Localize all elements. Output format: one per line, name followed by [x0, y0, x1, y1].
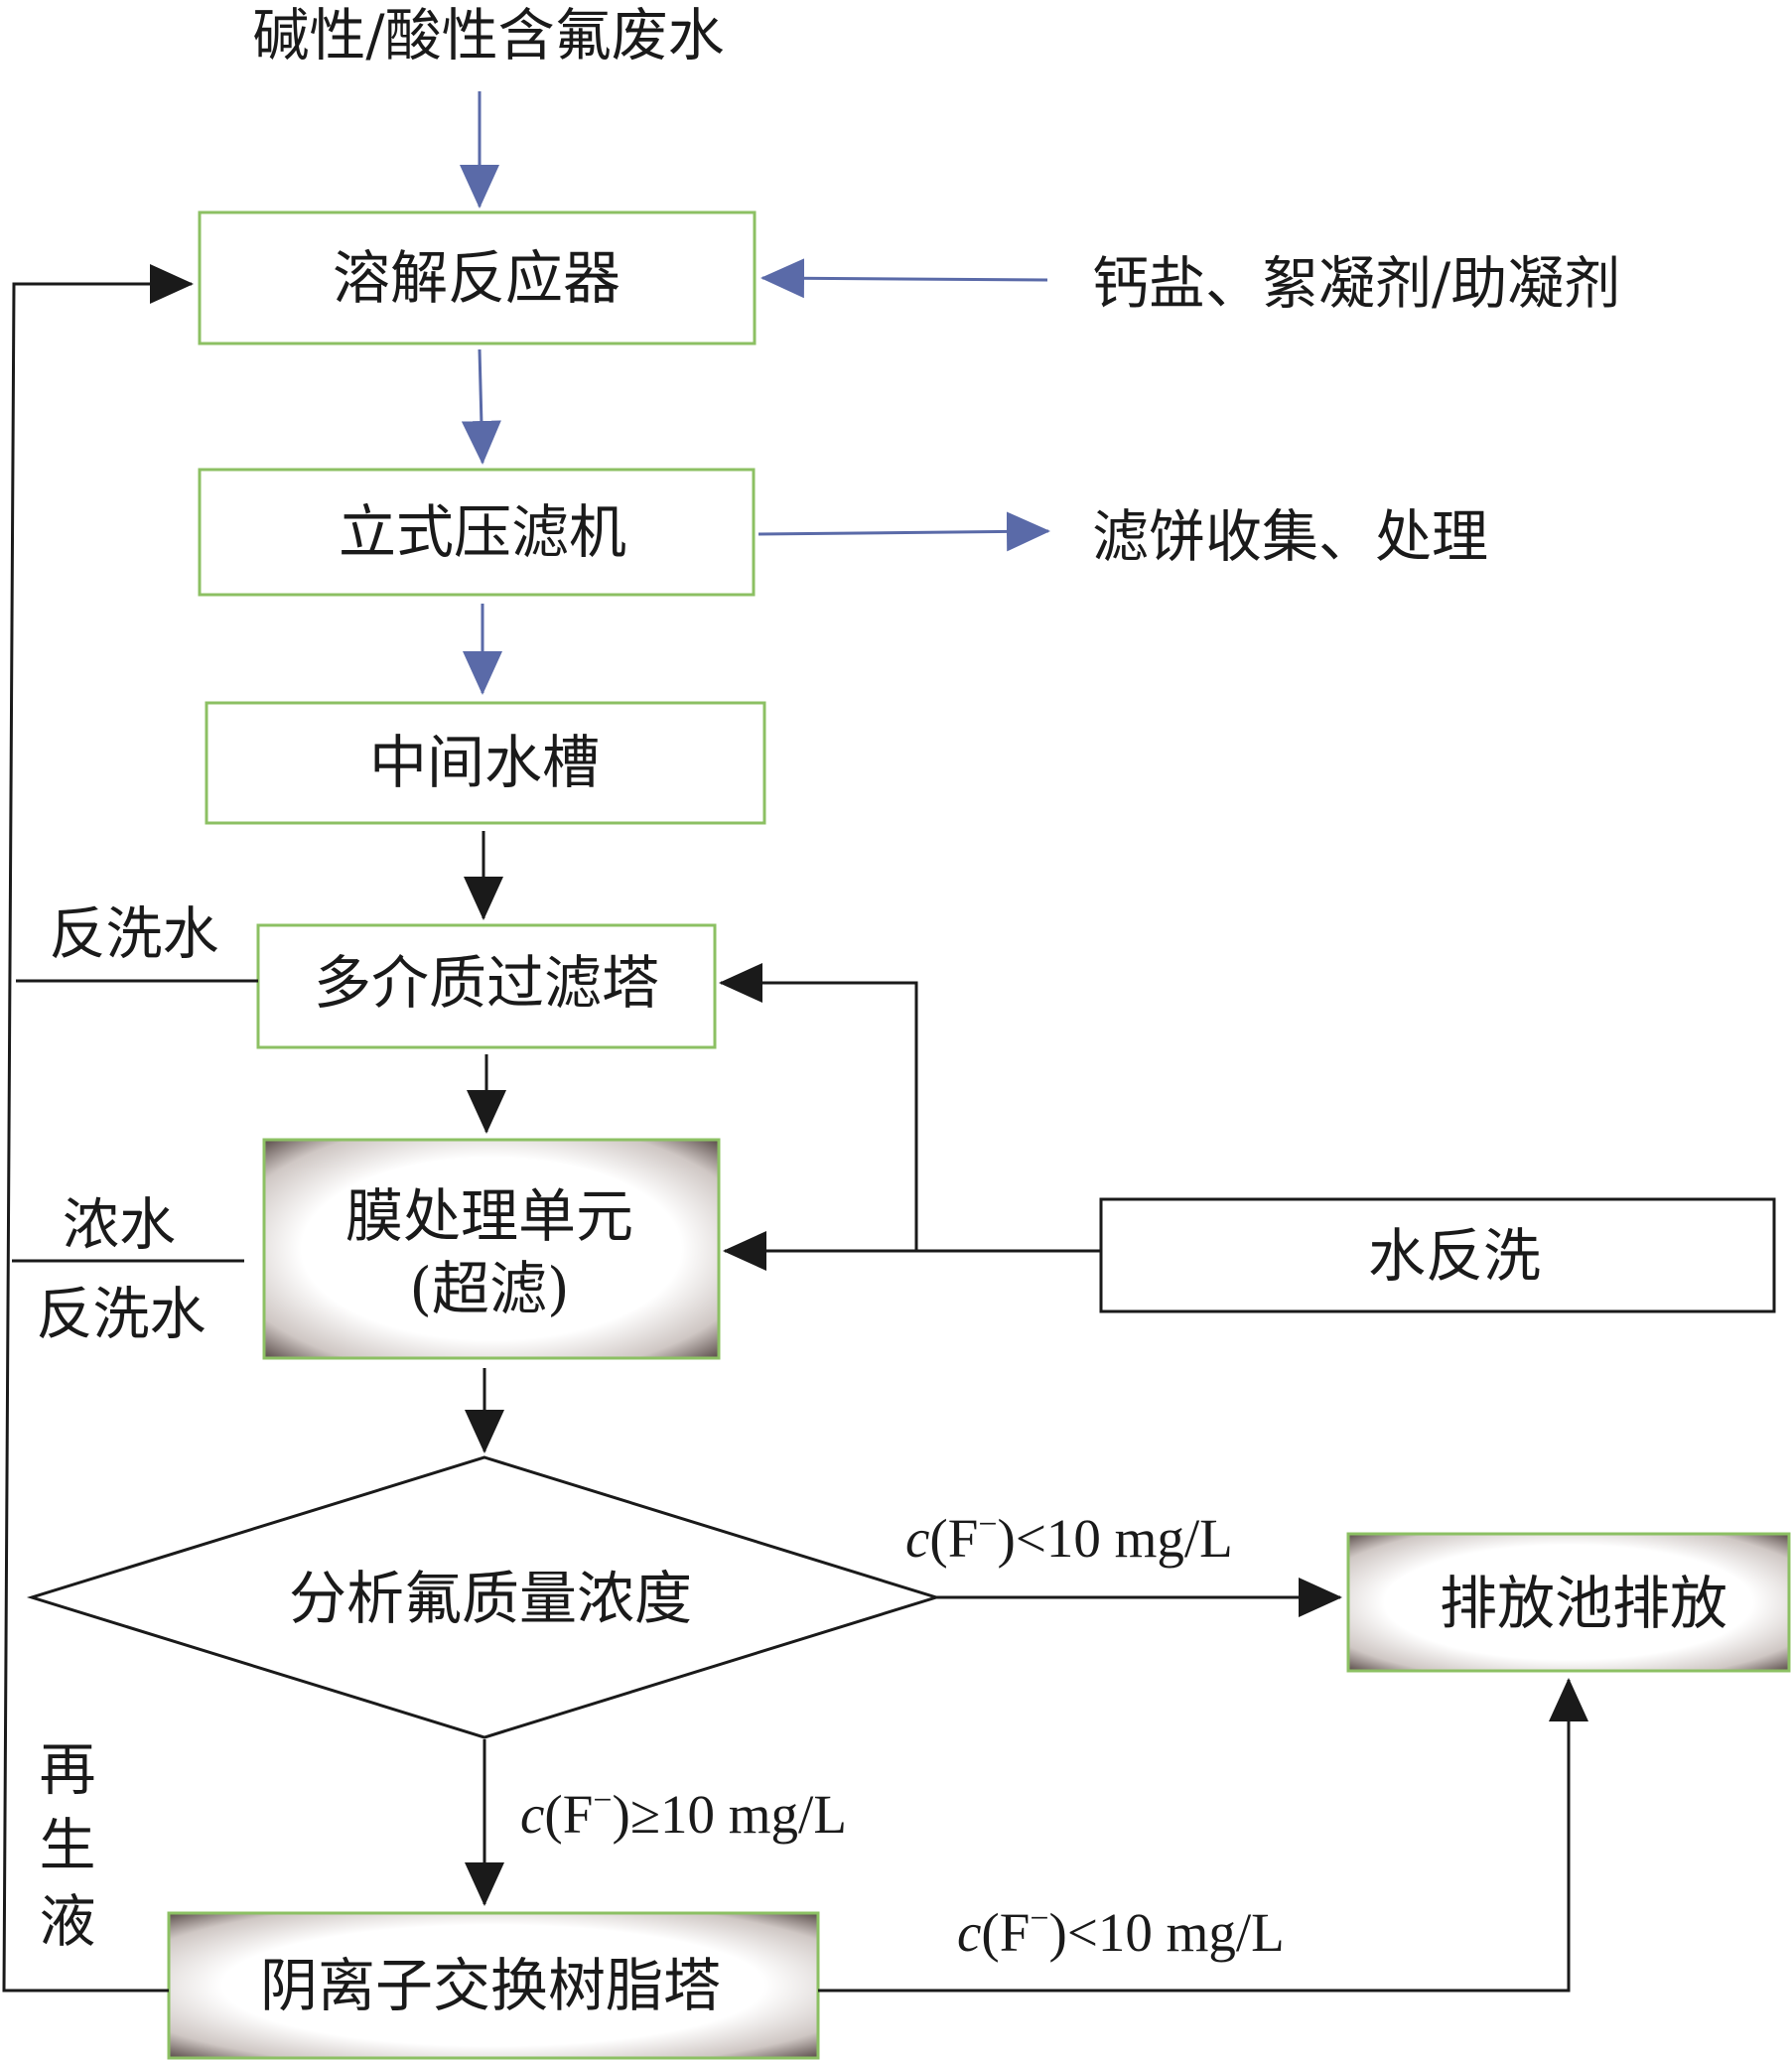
backwash-water-top-label: 反洗水 [50, 901, 219, 967]
arrow-backwash-to-filter [719, 963, 918, 1251]
discharge-label: 排放池排放 [1440, 1570, 1727, 1637]
backwash-water-mid-label: 反洗水 [37, 1282, 207, 1347]
membrane-box [262, 1138, 721, 1360]
analysis-diamond [26, 1455, 942, 1739]
membrane-label-line1: 膜处理单元 [345, 1182, 633, 1250]
arrow-regen-to-dissolver [2, 264, 194, 1993]
dissolver-label: 溶解反应器 [333, 244, 620, 312]
arrow-tower-to-discharge [818, 1678, 1588, 1993]
dissolver-box [198, 210, 757, 345]
anion-tower-label: 阴离子交换树脂塔 [260, 1952, 721, 2019]
regen-char-1: 再 [40, 1737, 96, 1803]
arrow-press-to-cake [758, 511, 1050, 552]
water-backwash-label: 水反洗 [1368, 1222, 1541, 1290]
discharge-box [1346, 1532, 1791, 1673]
mid-tank-label: 中间水槽 [369, 729, 600, 796]
concentrate-label: 浓水 [63, 1192, 176, 1258]
anion-tower-box [167, 1911, 820, 2060]
condition-low-top: c(F−)<10 mg/L [905, 1506, 1233, 1569]
chemicals-label: 钙盐、絮凝剂/助凝剂 [1092, 251, 1620, 317]
regen-char-3: 液 [40, 1889, 96, 1955]
regen-char-2: 生 [40, 1813, 96, 1878]
filter-press-box [198, 468, 756, 597]
arrow-chemicals-to-dissolver [760, 258, 1048, 299]
condition-high: c(F−)≥10 mg/L [520, 1782, 847, 1845]
membrane-label-line2: (超滤) [409, 1255, 569, 1322]
mid-tank-box [205, 701, 766, 825]
condition-low-bottom: c(F−)<10 mg/L [957, 1900, 1285, 1963]
analysis-label: 分析氟质量浓度 [289, 1565, 692, 1632]
arrow-dissolver-to-press [461, 348, 501, 465]
water-backwash-box [1099, 1197, 1776, 1313]
filter-cake-label: 滤饼收集、处理 [1092, 504, 1488, 570]
input-label: 碱性/酸性含氟废水 [252, 3, 724, 69]
filter-press-label: 立式压滤机 [339, 498, 626, 566]
multimedia-filter-label: 多介质过滤塔 [314, 949, 659, 1017]
multimedia-filter-box [256, 923, 717, 1049]
